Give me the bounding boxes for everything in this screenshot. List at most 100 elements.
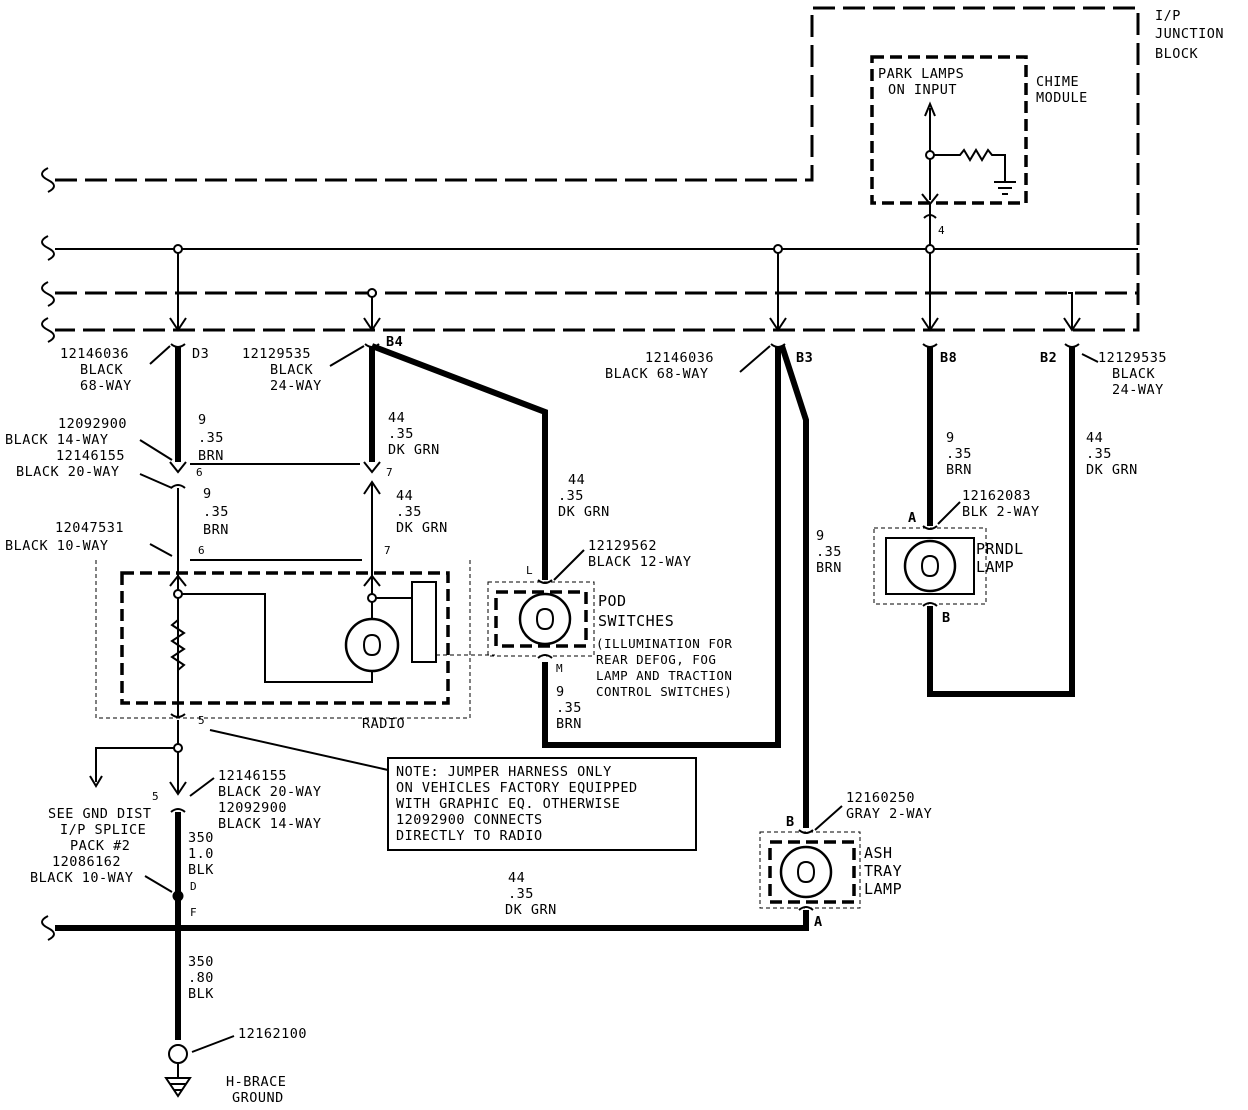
conn-b2-part: 12129535 xyxy=(1098,350,1167,366)
conn-14way-bot-desc: BLACK 14-WAY xyxy=(218,816,322,832)
conn-b3-desc: BLACK 68-WAY xyxy=(605,366,709,382)
chime-module-label-1: CHIME xyxy=(1036,74,1079,90)
pod-note-1: (ILLUMINATION FOR xyxy=(596,636,732,651)
conn-20way-bot-pin: 5 xyxy=(152,790,159,803)
wire-d3-mid-circuit: 9 xyxy=(203,486,212,502)
wire-b4-mid-color: DK GRN xyxy=(396,520,448,536)
conn-d3-type: 68-WAY xyxy=(80,378,132,394)
conn-d3-color: BLACK xyxy=(80,362,124,378)
conn-20way-bot-desc: BLACK 20-WAY xyxy=(218,784,322,800)
radio-label: RADIO xyxy=(362,716,405,732)
conn-10way-radio-pin7: 7 xyxy=(384,544,391,557)
pod-note-4: CONTROL SWITCHES) xyxy=(596,684,732,699)
conn-b8-pin: B8 xyxy=(940,350,957,366)
conn-b4-type: 24-WAY xyxy=(270,378,322,394)
wire-b2-color: DK GRN xyxy=(1086,462,1138,478)
conn-prndl-part: 12162083 xyxy=(962,488,1031,504)
conn-10way-radio-pin6: 6 xyxy=(198,544,205,557)
wire-ground-gauge: .80 xyxy=(188,970,214,986)
wire-d3-top-color: BRN xyxy=(198,448,224,464)
wire-b3-color: BRN xyxy=(816,560,842,576)
wire-splice-color: BLK xyxy=(188,862,214,878)
conn-ashtray-desc: GRAY 2-WAY xyxy=(846,806,932,822)
note-line-4: 12092900 CONNECTS xyxy=(396,812,543,828)
wire-b4-top-circuit: 44 xyxy=(388,410,405,426)
chime-module-label-2: MODULE xyxy=(1036,90,1088,106)
conn-20way-top-desc: BLACK 20-WAY xyxy=(16,464,120,480)
wire-pod-bot xyxy=(542,346,781,748)
pod-label-1: POD xyxy=(598,592,627,610)
conn-10way-radio-part: 12047531 xyxy=(55,520,124,536)
wire-pod-top-circuit: 44 xyxy=(568,472,585,488)
wire-b3-circuit: 9 xyxy=(816,528,825,544)
conn-14way-bot-part: 12092900 xyxy=(218,800,287,816)
conn-ashtray-part: 12160250 xyxy=(846,790,915,806)
wire-pod-top xyxy=(370,343,548,580)
conn-10way-splice-desc: BLACK 10-WAY xyxy=(30,870,134,886)
conn-20way-top-pin6: 6 xyxy=(196,466,203,479)
chime-module xyxy=(870,55,1028,332)
conn-pod-pin-l: L xyxy=(526,564,533,577)
break-marks xyxy=(41,167,55,941)
chime-pin-4: 4 xyxy=(938,224,945,237)
wire-pod-top-color: DK GRN xyxy=(558,504,610,520)
conn-20way-top-pin7: 7 xyxy=(386,466,393,479)
conn-b3-pin: B3 xyxy=(796,350,813,366)
conn-14way-top-part: 12092900 xyxy=(58,416,127,432)
pod-switches-component xyxy=(487,581,595,657)
wire-b8-gauge: .35 xyxy=(946,446,972,462)
conn-10way-splice-pin-d: D xyxy=(190,880,197,893)
gnd-ref-3: PACK #2 xyxy=(70,838,130,854)
wire-b3-gauge: .35 xyxy=(816,544,842,560)
wire-splice-gauge: 1.0 xyxy=(188,846,214,862)
note-line-5: DIRECTLY TO RADIO xyxy=(396,828,543,844)
wire-b8-circuit: 9 xyxy=(946,430,955,446)
conn-pod-pin-m: M xyxy=(556,662,563,675)
ground-label-2: GROUND xyxy=(232,1090,284,1106)
internal-bus xyxy=(55,244,1138,332)
conn-b4-pin: B4 xyxy=(386,334,403,350)
conn-d3-pin: D3 xyxy=(192,346,209,362)
note-line-3: WITH GRAPHIC EQ. OTHERWISE xyxy=(396,796,620,812)
wire-d3-top-gauge: .35 xyxy=(198,430,224,446)
junction-block-outline xyxy=(55,6,1140,332)
wire-ground-color: BLK xyxy=(188,986,214,1002)
wire-pod-top-gauge: .35 xyxy=(558,488,584,504)
gnd-ref-1: SEE GND DIST xyxy=(48,806,152,822)
ash-label-3: LAMP xyxy=(864,880,902,898)
conn-prndl-pin-b: B xyxy=(942,610,951,626)
pod-label-2: SWITCHES xyxy=(598,612,674,630)
junction-block-label-1: I/P xyxy=(1155,8,1181,24)
conn-b2-type: 24-WAY xyxy=(1112,382,1164,398)
wire-bottom-gauge: .35 xyxy=(508,886,534,902)
chime-input-label-2: ON INPUT xyxy=(888,82,957,98)
prndl-label-1: PRNDL xyxy=(976,540,1024,558)
ground-label-1: H-BRACE xyxy=(226,1074,286,1090)
wire-pod-bot-gauge: .35 xyxy=(556,700,582,716)
conn-20way-bot-part: 12146155 xyxy=(218,768,287,784)
prndl-lamp-component xyxy=(873,527,987,605)
conn-b2-pin: B2 xyxy=(1040,350,1057,366)
ground-symbol xyxy=(164,1044,192,1098)
wire-d3-top-circuit: 9 xyxy=(198,412,207,428)
wire-pod-bot-color: BRN xyxy=(556,716,582,732)
conn-ashtray-pin-a: A xyxy=(814,914,823,930)
conn-b2-color: BLACK xyxy=(1112,366,1156,382)
pod-note-3: LAMP AND TRACTION xyxy=(596,668,732,683)
junction-block-label-3: BLOCK xyxy=(1155,46,1199,62)
conn-ground-part: 12162100 xyxy=(238,1026,307,1042)
wire-b4-top-gauge: .35 xyxy=(388,426,414,442)
wire-d3-mid-gauge: .35 xyxy=(203,504,229,520)
wire-b4-mid-circuit: 44 xyxy=(396,488,413,504)
wire-splice-circuit: 350 xyxy=(188,830,214,846)
conn-pod-desc: BLACK 12-WAY xyxy=(588,554,692,570)
conn-prndl-pin-a: A xyxy=(908,510,917,526)
conn-ashtray-pin-b: B xyxy=(786,814,795,830)
note-line-1: NOTE: JUMPER HARNESS ONLY xyxy=(396,764,612,780)
wire-b8-color: BRN xyxy=(946,462,972,478)
wire-b2-gauge: .35 xyxy=(1086,446,1112,462)
conn-10way-splice-part: 12086162 xyxy=(52,854,121,870)
conn-10way-splice-pin-f: F xyxy=(190,906,197,919)
ash-label-1: ASH xyxy=(864,844,893,862)
